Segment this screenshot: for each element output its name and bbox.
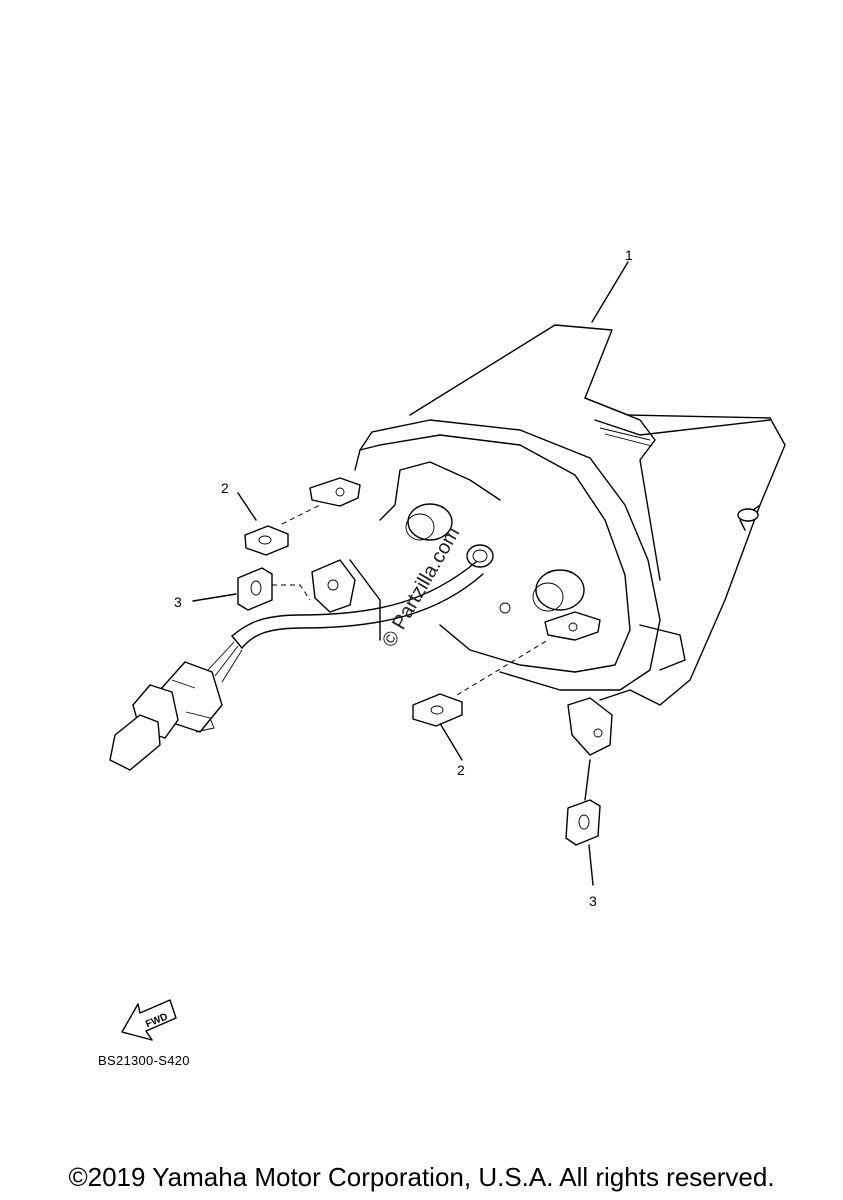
- leader-line-2-upper: [237, 492, 257, 521]
- leader-line-3-upper: [192, 593, 237, 602]
- wire-harness: [207, 561, 484, 683]
- assembly-line: [281, 504, 321, 525]
- clip-part-3-lower: [565, 799, 601, 846]
- electrical-connector: [109, 661, 223, 771]
- callout-part-1: 1: [625, 247, 633, 263]
- callout-part-2-upper: 2: [221, 480, 229, 496]
- callout-part-2-lower: 2: [457, 762, 465, 778]
- callout-part-3-upper: 3: [174, 594, 182, 610]
- leader-line-1: [591, 261, 629, 323]
- leader-line-2-lower: [440, 724, 463, 761]
- assembly-line: [272, 584, 311, 601]
- leader-line-3-lower-top: [584, 759, 591, 801]
- clip-part-3-upper: [237, 567, 273, 611]
- copyright-notice: ©2019 Yamaha Motor Corporation, U.S.A. A…: [68, 1162, 775, 1192]
- taillight-housing: [309, 324, 786, 756]
- clip-part-2-lower: [412, 693, 463, 727]
- leader-line-3-lower: [588, 844, 594, 886]
- clip-part-2-upper: [244, 525, 289, 556]
- fwd-arrow-icon: FWD: [121, 999, 177, 1041]
- callout-part-3-lower: 3: [589, 893, 597, 909]
- diagram-code: BS21300-S420: [98, 1053, 190, 1068]
